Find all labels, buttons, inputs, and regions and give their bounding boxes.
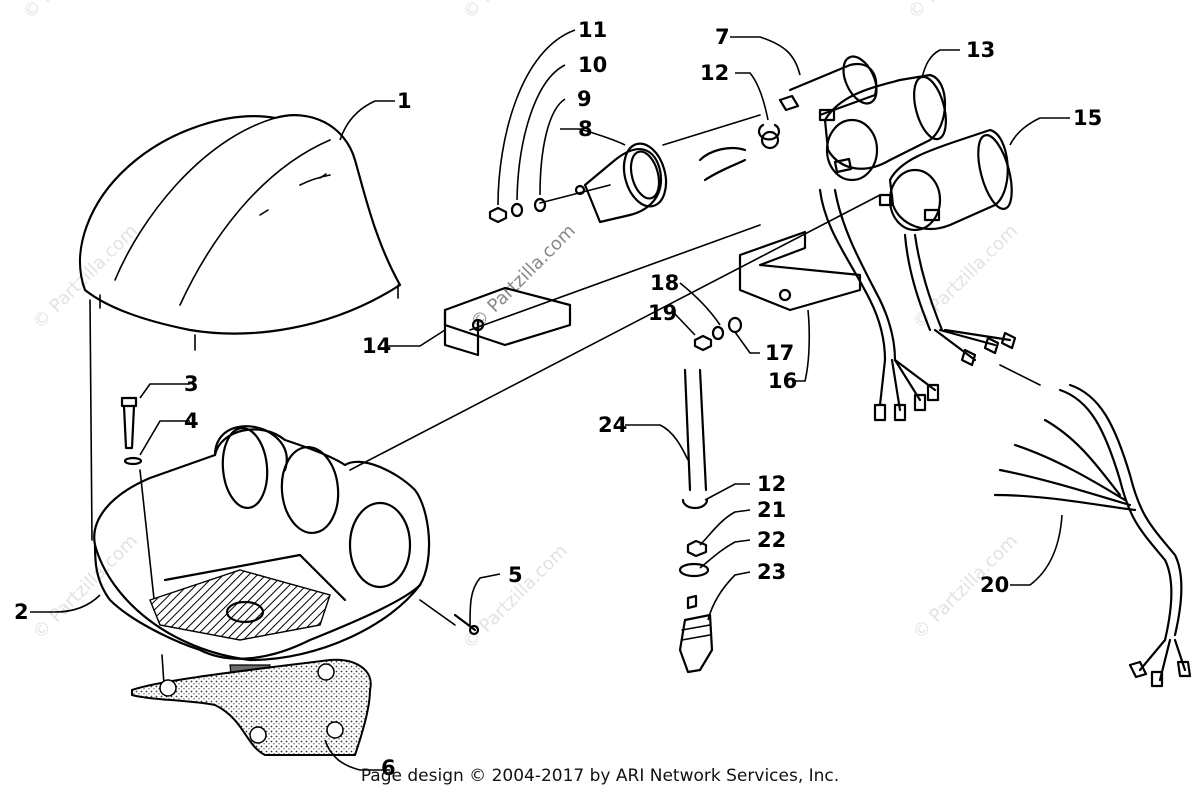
callout-5: 5: [508, 563, 523, 587]
watermark: © Partzilla.com: [904, 0, 1017, 24]
callout-13: 13: [966, 38, 995, 62]
lower-hardware: [678, 498, 714, 674]
copyright-footer: Page design © 2004-2017 by ARI Network S…: [360, 766, 840, 786]
callout-7: 7: [715, 25, 730, 49]
callout-17: 17: [765, 341, 794, 365]
bracket-14: [443, 286, 572, 357]
callout-19: 19: [648, 301, 677, 325]
callout-1: 1: [397, 89, 412, 113]
callout-10: 10: [578, 53, 607, 77]
screw-5: [453, 613, 480, 636]
callout-23: 23: [757, 560, 786, 584]
gauge-cup: [488, 142, 668, 224]
callout-2: 2: [14, 600, 29, 624]
watermark: © Partzilla.com: [29, 530, 142, 643]
callout-24: 24: [598, 413, 627, 437]
watermark: © Partzilla.com: [467, 220, 580, 333]
clip-12-upper: [757, 123, 781, 141]
callout-21: 21: [757, 498, 786, 522]
callout-4: 4: [184, 409, 199, 433]
bracket-16: [738, 230, 862, 312]
callout-14: 14: [362, 334, 391, 358]
gauge-13: [818, 73, 947, 182]
callout-18: 18: [650, 271, 679, 295]
watermark-layer: © Partzilla.com © Partzilla.com © Partzi…: [19, 0, 1022, 654]
callout-labels: 1 2 3 4 5 6 7 8 9 10 11 12 12 13 14 15 1…: [14, 18, 1102, 780]
callout-3: 3: [184, 372, 199, 396]
mounting-plate: [131, 658, 372, 756]
callout-16: 16: [768, 369, 797, 393]
callout-20: 20: [980, 573, 1009, 597]
watermark: © Partzilla.com: [29, 220, 142, 333]
callout-6: 6: [381, 756, 396, 780]
instrument-cover: [78, 114, 402, 351]
cable-24: [683, 146, 747, 492]
callout-22: 22: [757, 528, 786, 552]
watermark: © Partzilla.com: [459, 540, 572, 653]
callout-12-upper: 12: [700, 61, 729, 85]
watermark: © Partzilla.com: [19, 0, 132, 24]
instrument-housing: [93, 425, 431, 686]
callout-8: 8: [578, 117, 593, 141]
callout-9: 9: [577, 87, 592, 111]
assembly-lines: [89, 114, 1041, 701]
callout-15: 15: [1073, 106, 1102, 130]
wire-harness-20: [993, 383, 1192, 688]
gauge-wiring: [818, 188, 1017, 422]
leader-lines: [30, 29, 1070, 771]
gauge-15: [878, 128, 1013, 232]
callout-12-lower: 12: [757, 472, 786, 496]
gauge-7: [760, 55, 878, 150]
watermark: © Partzilla.com: [459, 0, 572, 24]
callout-11: 11: [578, 18, 607, 42]
screw-and-washer: [120, 396, 143, 466]
